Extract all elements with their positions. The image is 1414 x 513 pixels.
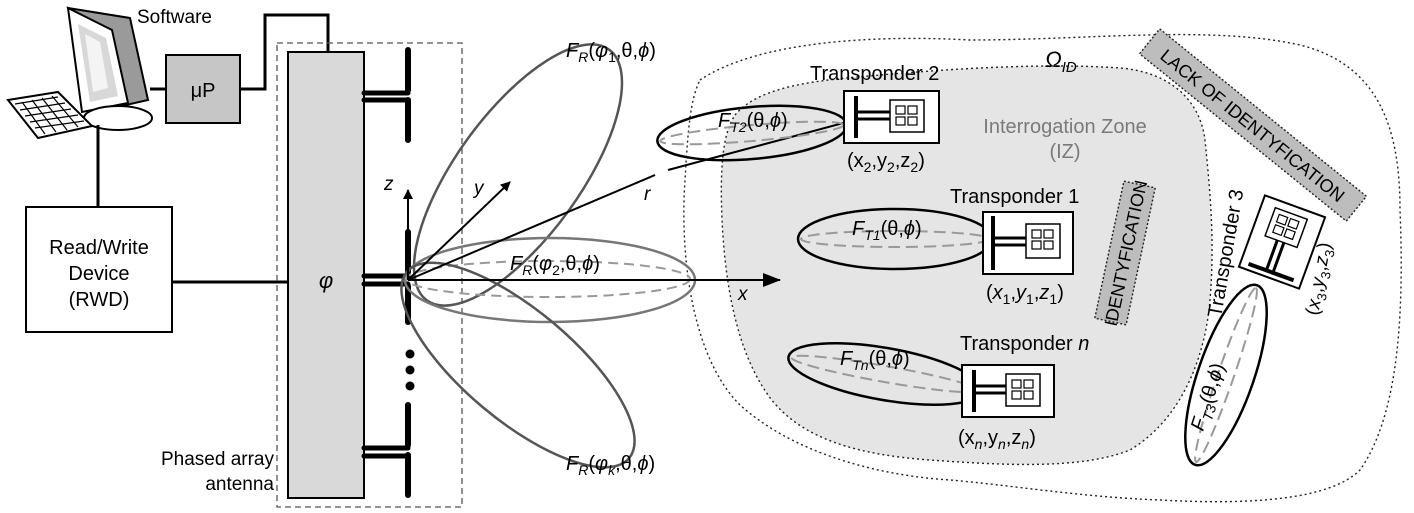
x-axis-label: x: [737, 284, 749, 305]
ellipsis-dots: [405, 349, 415, 391]
interrogation-zone-region: [720, 65, 1213, 466]
computer-icon: [6, 6, 153, 140]
transponder-n-title: Transponder n: [960, 333, 1089, 355]
phased-array-label-line2: antenna: [205, 474, 274, 495]
microprocessor-label: μP: [191, 80, 216, 102]
coordinate-axes: [403, 117, 863, 287]
transponder-1-coords: (x1,y1,z1): [986, 282, 1064, 307]
rwd-label-line2: Device: [68, 263, 129, 285]
transponder-n-coords: (xn,yn,zn): [958, 427, 1036, 452]
connection-wires: [96, 13, 330, 284]
transponder-2-pattern: FT2(θ,ϕ): [718, 110, 788, 135]
iz-label-line2: (IZ): [1049, 141, 1080, 163]
transponder-2: [656, 90, 940, 162]
transponder-1-pattern: FT1(θ,ϕ): [852, 218, 922, 243]
transponder-3: [1184, 194, 1327, 467]
iz-label-line1: Interrogation Zone: [983, 116, 1146, 138]
transponder-3-pattern: FT3(θ,ϕ): [1187, 360, 1232, 434]
rwd-label-line1: Read/Write: [49, 237, 149, 259]
rwd-box: [25, 206, 173, 333]
omega-id-label: ΩID: [1045, 47, 1077, 76]
beam-label-k: FR(φk,θ,ϕ): [566, 453, 655, 478]
transponder-1-title: Transponder 1: [950, 186, 1079, 208]
phase-label: φ: [319, 268, 333, 293]
beam-label-1: FR(φ1,θ,ϕ): [566, 40, 656, 65]
transponder-3-coords: (x3,y3,z3): [1302, 241, 1338, 317]
transponder-n-pattern: FTn(θ,ϕ): [840, 348, 910, 373]
y-axis-label: y: [472, 178, 485, 199]
omega-id-region: [683, 33, 1402, 503]
r-label: r: [644, 184, 651, 205]
phased-array-boundary: [276, 42, 463, 508]
beam-label-2: FR(φ2,θ,ϕ): [510, 253, 600, 278]
transponder-n: [787, 342, 1055, 418]
phase-shifter-block: [287, 51, 365, 499]
transponder-1: [796, 207, 1074, 275]
antenna-elements: [361, 47, 411, 498]
z-axis-label: z: [383, 174, 394, 195]
software-label: Software: [137, 7, 212, 28]
transponder-2-coords: (x2,y2,z2): [847, 150, 925, 175]
phased-array-label-line1: Phased array: [161, 449, 275, 470]
rwd-label-line3: (RWD): [69, 289, 130, 311]
transponder-2-title: Transponder 2: [810, 63, 939, 85]
